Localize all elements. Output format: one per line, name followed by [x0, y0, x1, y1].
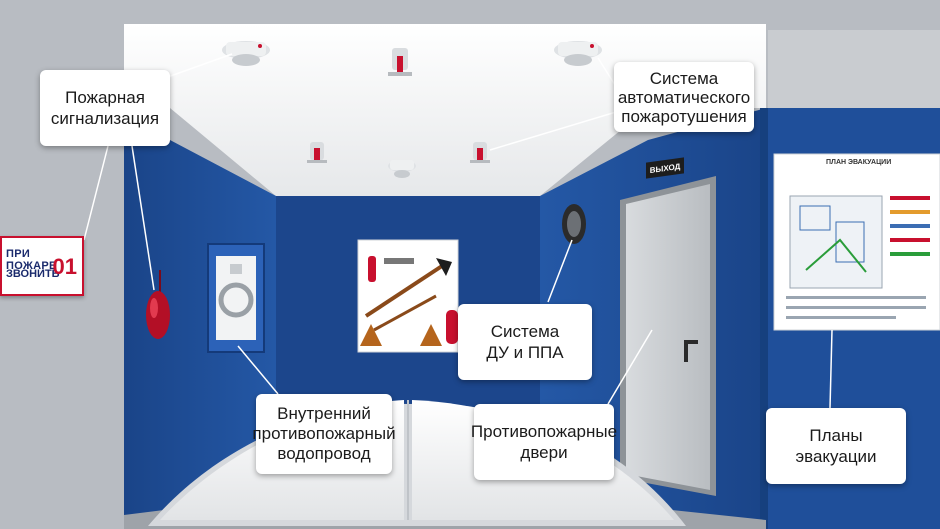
fire-shield-board-icon [357, 239, 459, 353]
fire-alarm-bell-icon [146, 270, 170, 339]
callout-auto-extinguishing-line: автоматического [617, 87, 751, 107]
leader-lines [83, 53, 833, 409]
smoke-detector-icon [388, 160, 416, 178]
sprinkler-icon [307, 142, 327, 163]
ventilation-fan-icon [562, 204, 586, 244]
callout-fire-alarm-line: сигнализация [50, 109, 160, 128]
callout-fire-doors-line: Противопожарные [470, 422, 618, 441]
callout-fire-alarm-line: Пожарная [65, 88, 145, 107]
smoke-detector-icon [222, 41, 270, 66]
evacuation-plan-icon [773, 153, 940, 331]
fire-door-icon [620, 176, 716, 496]
callout-evacuation-plans-line: Планы эвакуации [795, 426, 877, 466]
callout-fire-doors-line: двери [520, 443, 568, 462]
callout-internal-water: Внутренний противопожарный водопровод [252, 394, 396, 474]
smoke-detector-icon [554, 41, 602, 66]
evacuation-plan-title: ПЛАН ЭВАКУАЦИИ [826, 159, 892, 166]
fire-call-sign-line2: ЗВОНИТЬ [6, 268, 60, 280]
sprinkler-icon [470, 142, 490, 163]
callout-smoke-removal-line: Система [490, 322, 560, 341]
callout-smoke-removal: Система ДУ и ППА [458, 304, 592, 380]
callout-smoke-removal-line: ДУ и ППА [486, 343, 564, 362]
callout-auto-extinguishing: Система автоматического пожаротушения [614, 62, 754, 132]
callout-internal-water-line: Внутренний [277, 404, 371, 423]
fire-call-sign-number: 01 [52, 254, 77, 279]
callout-auto-extinguishing-line: пожаротушения [621, 106, 747, 126]
left-wall [124, 140, 276, 529]
fire-call-sign: ПРИ ПОЖАРЕ ЗВОНИТЬ 01 [0, 236, 84, 296]
callout-evacuation-plans: Планы эвакуации [766, 408, 906, 484]
ceiling [124, 24, 766, 196]
callout-fire-alarm: Пожарная сигнализация [40, 70, 170, 146]
callout-internal-water-line: водопровод [277, 444, 371, 463]
fire-hose-cabinet-icon [207, 243, 265, 353]
callout-auto-extinguishing-line: Система [649, 68, 719, 88]
callout-internal-water-line: противопожарный [252, 424, 396, 443]
callout-fire-doors: Противопожарные двери [470, 404, 618, 480]
fire-call-sign-line1: ПРИ ПОЖАРЕ [6, 248, 57, 272]
sprinkler-icon [388, 48, 412, 76]
fire-extinguisher-icon [446, 310, 458, 344]
